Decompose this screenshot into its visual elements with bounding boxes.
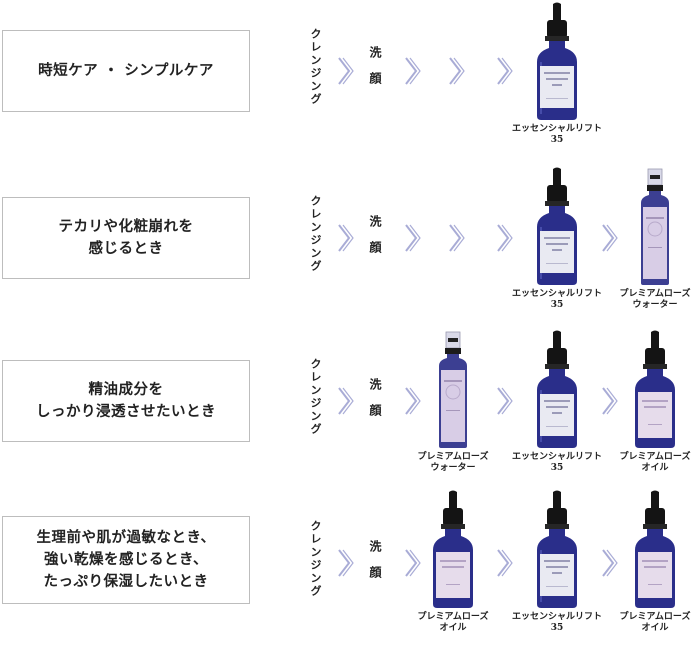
care-row-3: 精油成分を しっかり浸透させたいとき クレンジング 洗顔 プレミアムローズ ウォ… [0, 328, 700, 488]
chevron-right-icon [405, 57, 421, 85]
product-name: プレミアムローズ オイル [619, 612, 691, 633]
product-rose-water: プレミアムローズ ウォーター [408, 330, 498, 474]
care-row-2: テカリや化粧崩れを 感じるとき クレンジング 洗顔 エッセンシャルリフト 35 [0, 165, 700, 325]
cleansing-label: クレンジング [309, 358, 322, 436]
product-rose-oil: プレミアムローズ オイル [610, 330, 700, 474]
wash-label: 洗顔 [368, 46, 382, 98]
product-name: プレミアムローズ ウォーター [417, 452, 489, 473]
care-label-box: 生理前や肌が過敏なとき、 強い乾燥を感じるとき、 たっぷり保湿したいとき [2, 516, 250, 604]
chevron-right-icon [497, 57, 513, 85]
chevron-right-icon [405, 549, 421, 577]
care-label-line: 強い乾燥を感じるとき、 [44, 551, 208, 568]
chevron-right-icon [602, 549, 618, 577]
chevron-right-icon [497, 387, 513, 415]
chevron-right-icon [405, 387, 421, 415]
dropper-bottle-icon [433, 490, 473, 608]
care-label-line: しっかり浸透させたいとき [36, 403, 216, 420]
care-label-box: 時短ケア ・ シンプルケア [2, 30, 250, 112]
chevron-right-icon [449, 57, 465, 85]
chevron-right-icon [338, 549, 354, 577]
care-label-line: 時短ケア ・ シンプルケア [38, 62, 214, 79]
cleansing-label: クレンジング [309, 520, 322, 598]
wash-label: 洗顔 [368, 540, 382, 592]
dropper-bottle-icon [537, 167, 577, 285]
product-name: エッセンシャルリフト 35 [512, 452, 603, 473]
cleansing-label: クレンジング [309, 28, 322, 106]
product-essence-lift: エッセンシャルリフト 35 [512, 167, 602, 311]
chevron-right-icon [338, 387, 354, 415]
care-label-box: 精油成分を しっかり浸透させたいとき [2, 360, 250, 442]
product-essence-lift: エッセンシャルリフト 35 [512, 2, 602, 146]
chevron-right-icon [405, 224, 421, 252]
care-label-line: 生理前や肌が過敏なとき、 [36, 529, 216, 546]
product-name: プレミアムローズ オイル [619, 452, 691, 473]
product-rose-oil: プレミアムローズ オイル [610, 490, 700, 634]
dropper-bottle-icon [537, 330, 577, 448]
spray-bottle-icon [439, 331, 467, 448]
product-name: エッセンシャルリフト 35 [512, 612, 603, 633]
care-label-box: テカリや化粧崩れを 感じるとき [2, 197, 250, 279]
product-name: プレミアムローズ オイル [417, 612, 489, 633]
spray-bottle-icon [641, 168, 669, 285]
chevron-right-icon [449, 224, 465, 252]
dropper-bottle-icon [635, 330, 675, 448]
product-name: エッセンシャルリフト 35 [512, 289, 603, 310]
care-label-line: たっぷり保湿したいとき [43, 573, 209, 590]
product-name: プレミアムローズ ウォーター [619, 289, 691, 310]
product-essence-lift: エッセンシャルリフト 35 [512, 330, 602, 474]
care-label-line: 感じるとき [88, 240, 164, 257]
dropper-bottle-icon [537, 490, 577, 608]
cleansing-label: クレンジング [309, 195, 322, 273]
wash-label: 洗顔 [368, 215, 382, 267]
care-label-line: 精油成分を [88, 381, 164, 398]
chevron-right-icon [497, 549, 513, 577]
product-name: エッセンシャルリフト 35 [512, 124, 603, 145]
care-label-line: テカリや化粧崩れを [58, 218, 194, 235]
product-essence-lift: エッセンシャルリフト 35 [512, 490, 602, 634]
chevron-right-icon [338, 57, 354, 85]
care-row-4: 生理前や肌が過敏なとき、 強い乾燥を感じるとき、 たっぷり保湿したいとき クレン… [0, 486, 700, 646]
dropper-bottle-icon [537, 2, 577, 120]
product-rose-oil: プレミアムローズ オイル [408, 490, 498, 634]
chevron-right-icon [602, 387, 618, 415]
wash-label: 洗顔 [368, 378, 382, 430]
dropper-bottle-icon [635, 490, 675, 608]
chevron-right-icon [602, 224, 618, 252]
product-rose-water: プレミアムローズ ウォーター [610, 167, 700, 311]
care-row-1: 時短ケア ・ シンプルケア クレンジング 洗顔 エッセンシャルリフト 35 [0, 0, 700, 160]
chevron-right-icon [338, 224, 354, 252]
chevron-right-icon [497, 224, 513, 252]
